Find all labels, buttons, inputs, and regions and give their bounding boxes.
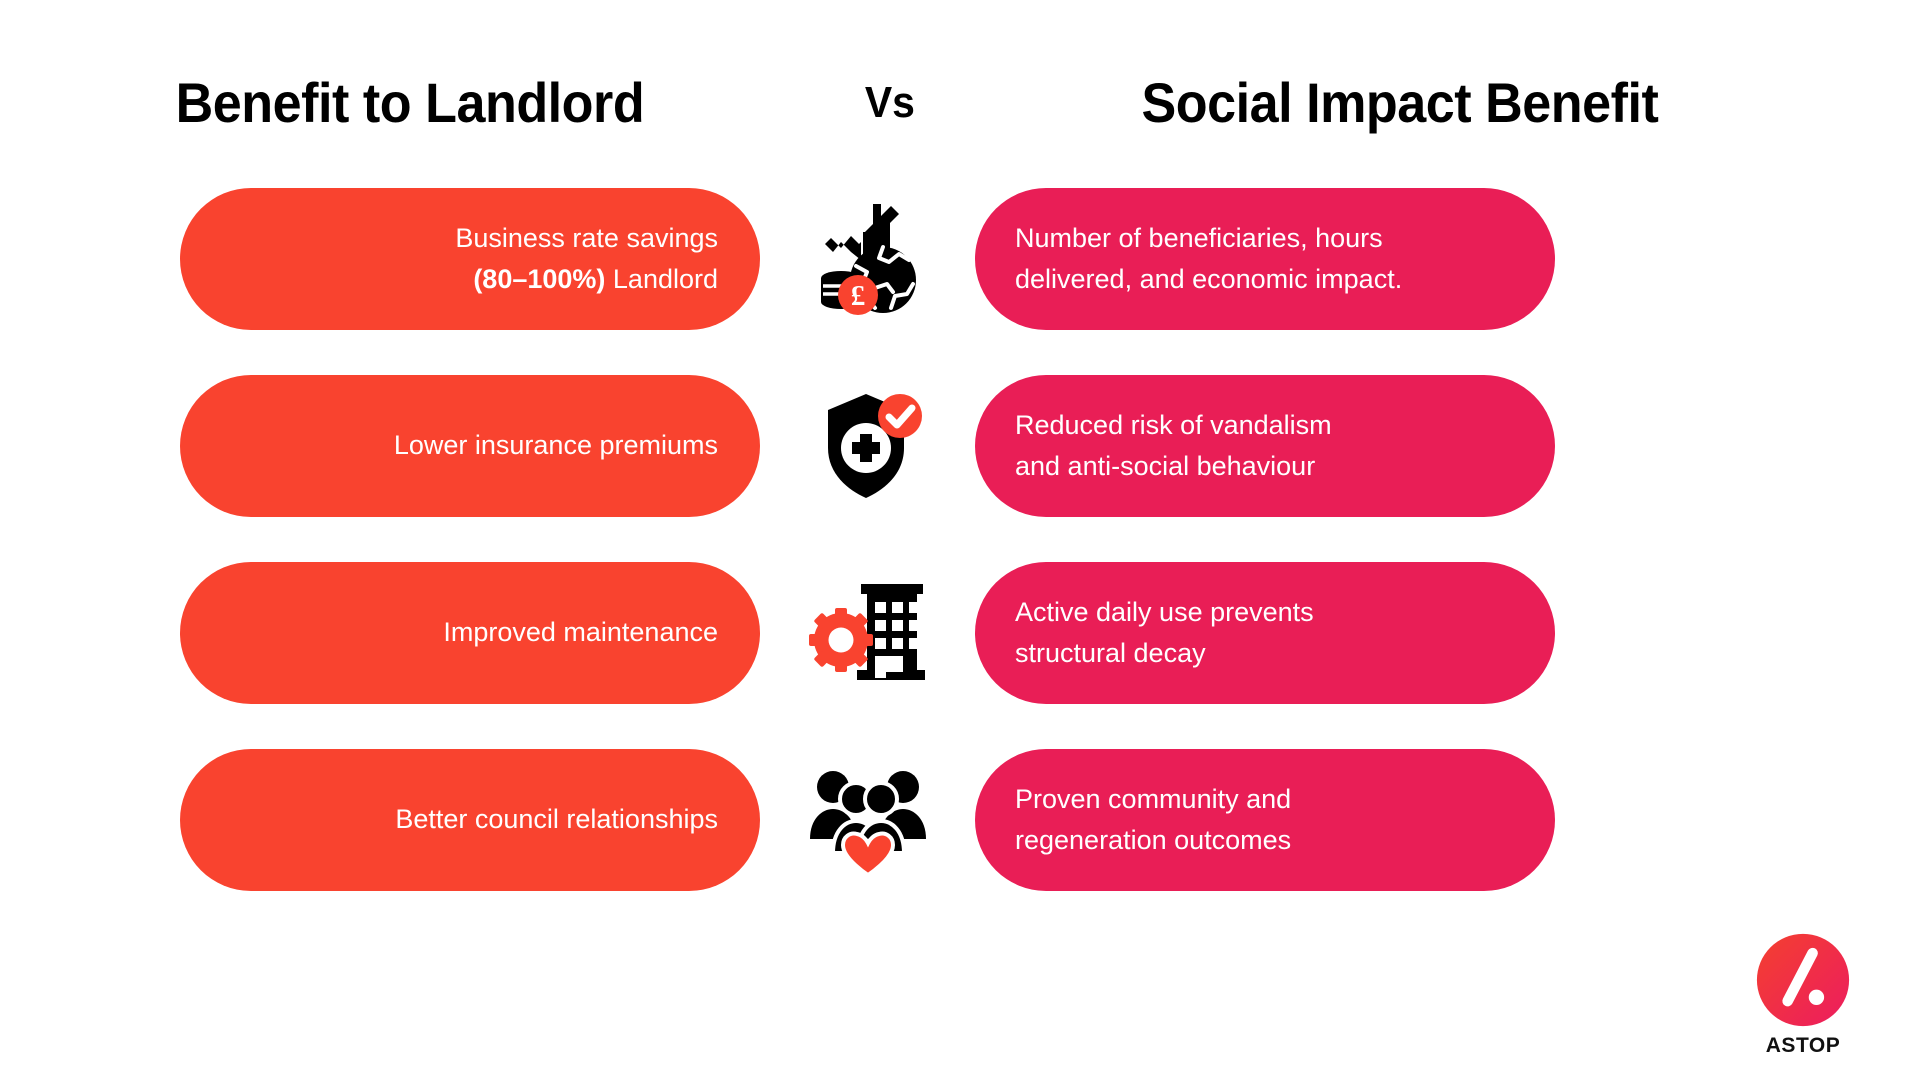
astop-logo-mark [1756,933,1850,1027]
row-right-column: Number of beneficiaries, hours delivered… [975,188,1920,330]
landlord-benefit-text: Improved maintenance [443,612,718,653]
row-middle-column [760,380,975,512]
social-impact-line1: Active daily use prevents [1015,596,1314,627]
social-impact-line1: Proven community and [1015,783,1292,814]
column-headings: Benefit to Landlord Vs Social Impact Ben… [0,58,1920,148]
heading-middle-wrap: Vs [790,81,990,125]
row-right-column: Active daily use prevents structural dec… [975,562,1920,704]
social-impact-text: Proven community and regeneration outcom… [1015,779,1291,861]
row-left-column: Business rate savings (80–100%) Landlord [0,188,760,330]
building-gear-icon [802,567,934,699]
landlord-benefit-text: Better council relationships [395,799,718,840]
landlord-benefit-line2-tail: Landlord [605,264,718,294]
landlord-benefit-pill[interactable]: Lower insurance premiums [180,375,760,517]
landlord-benefit-line1: Better council relationships [395,804,718,835]
social-impact-pill[interactable]: Number of beneficiaries, hours delivered… [975,188,1555,330]
comparison-row: Lower insurance premiums [0,375,1920,517]
landlord-benefit-pill[interactable]: Better council relationships [180,749,760,891]
social-impact-text: Reduced risk of vandalism and anti-socia… [1015,405,1332,487]
social-impact-line2: and anti-social behaviour [1015,451,1316,481]
astop-logo-label: ASTOP [1765,1034,1841,1057]
landlord-benefit-highlight: (80–100%) [473,264,606,294]
comparison-row: Better council relationships [0,749,1920,891]
social-impact-pill[interactable]: Active daily use prevents structural dec… [975,562,1555,704]
social-impact-line2: delivered, and economic impact. [1015,264,1403,294]
social-impact-text: Active daily use prevents structural dec… [1015,592,1314,674]
comparison-row: Improved maintenance [0,562,1920,704]
landlord-benefit-line1: Business rate savings [455,222,718,253]
astop-logo: ASTOP [1738,932,1868,1058]
heading-vs: Vs [864,78,916,127]
landlord-benefit-line1: Lower insurance premiums [393,430,718,461]
growth-chart-globe-pound-icon: £ [802,193,934,325]
row-left-column: Lower insurance premiums [0,375,760,517]
row-right-column: Proven community and regeneration outcom… [975,749,1920,891]
row-right-column: Reduced risk of vandalism and anti-socia… [975,375,1920,517]
row-middle-column [760,567,975,699]
landlord-benefit-pill[interactable]: Improved maintenance [180,562,760,704]
heading-social-impact-benefit: Social Impact Benefit [1141,71,1659,134]
social-impact-line1: Number of beneficiaries, hours [1015,222,1383,253]
row-middle-column [760,754,975,886]
heading-right-wrap: Social Impact Benefit [990,75,1850,131]
social-impact-line1: Reduced risk of vandalism [1015,409,1332,440]
heading-benefit-to-landlord: Benefit to Landlord [175,71,645,134]
landlord-benefit-text: Business rate savings (80–100%) Landlord [455,218,718,300]
row-middle-column: £ [760,193,975,325]
row-left-column: Improved maintenance [0,562,760,704]
social-impact-line2: structural decay [1015,638,1206,668]
landlord-benefit-text: Lower insurance premiums [394,425,718,466]
social-impact-pill[interactable]: Reduced risk of vandalism and anti-socia… [975,375,1555,517]
svg-text:£: £ [850,280,865,312]
row-left-column: Better council relationships [0,749,760,891]
comparison-rows: Business rate savings (80–100%) Landlord [0,188,1920,936]
comparison-row: Business rate savings (80–100%) Landlord [0,188,1920,330]
social-impact-text: Number of beneficiaries, hours delivered… [1015,218,1402,300]
social-impact-pill[interactable]: Proven community and regeneration outcom… [975,749,1555,891]
landlord-benefit-line1: Improved maintenance [443,617,718,648]
landlord-benefit-pill[interactable]: Business rate savings (80–100%) Landlord [180,188,760,330]
shield-check-plus-icon [802,380,934,512]
social-impact-line2: regeneration outcomes [1015,825,1292,855]
people-heart-icon [802,754,934,886]
heading-left-wrap: Benefit to Landlord [0,75,790,131]
